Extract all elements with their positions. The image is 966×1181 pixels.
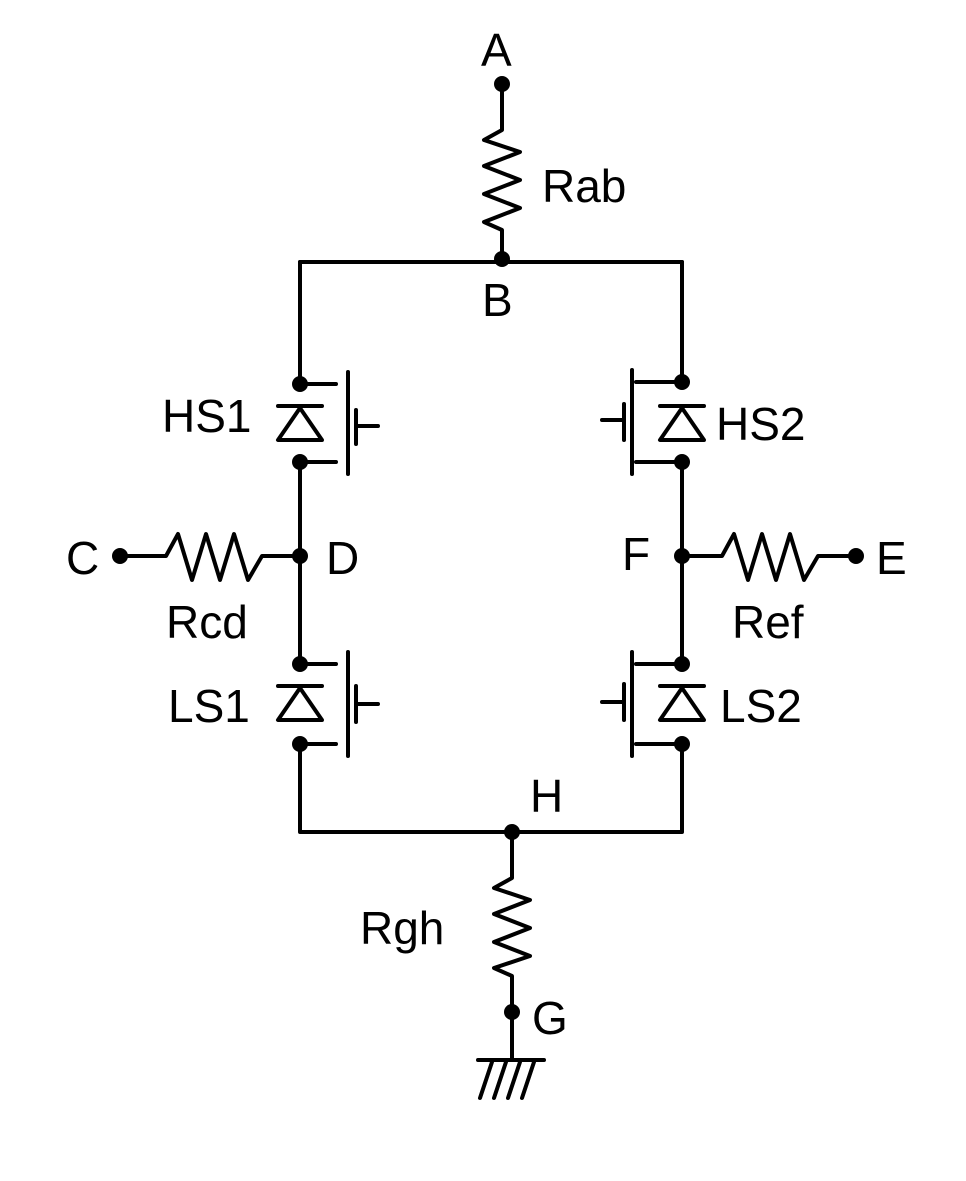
resistor-rab [484, 84, 520, 262]
node-label-a: A [481, 24, 512, 76]
resistor-rcd [120, 534, 300, 580]
resistor-label-rab: Rab [542, 160, 626, 212]
switch-label-ls2: LS2 [720, 680, 802, 732]
ground-icon [478, 1060, 544, 1098]
node-label-d: D [326, 532, 359, 584]
node-label-c: C [66, 532, 99, 584]
resistor-label-rcd: Rcd [166, 596, 248, 648]
node-label-f: F [622, 528, 650, 580]
resistor-ref [682, 534, 856, 580]
resistor-rgh [494, 832, 530, 1060]
junction-dots [112, 76, 864, 1020]
node-label-g: G [532, 992, 568, 1044]
switch-label-ls1: LS1 [168, 680, 250, 732]
node-label-e: E [876, 532, 907, 584]
switch-label-hs2: HS2 [716, 398, 805, 450]
node-label-h: H [530, 770, 563, 822]
resistor-label-rgh: Rgh [360, 902, 444, 954]
switch-label-hs1: HS1 [162, 390, 251, 442]
node-label-b: B [482, 274, 513, 326]
resistor-label-ref: Ref [732, 596, 804, 648]
